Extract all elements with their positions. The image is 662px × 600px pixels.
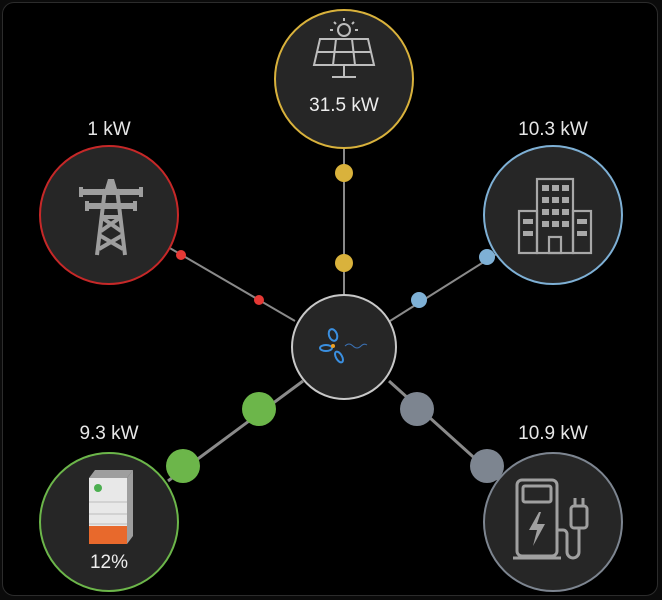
charger-flow-dot [400,392,434,426]
grid-flow-dot [176,250,186,260]
hub-logo-icon [319,328,368,364]
charger-power-value: 10.9 kW [518,423,588,444]
home-flow-dot [479,249,495,265]
solar-node[interactable]: 31.5 kW [274,9,414,149]
solar-flow-dot [335,164,353,182]
home-power-value: 10.3 kW [518,119,588,140]
battery-power-value: 9.3 kW [79,423,139,444]
building-icon [517,177,593,255]
battery-flow-dot [166,449,200,483]
battery-flow-dot [242,392,276,426]
home-flow-line [389,252,499,322]
solar-power-value: 31.5 kW [309,95,379,116]
battery-charge-fill [89,526,127,544]
battery-icon [89,470,133,544]
solar-panel-icon [312,18,376,78]
ev-charger-icon [513,478,589,560]
charger-flow-dot [470,449,504,483]
transmission-tower-icon [79,179,143,256]
grid-node[interactable] [39,145,179,285]
home-node[interactable] [483,145,623,285]
home-flow-dot [411,292,427,308]
solar-flow-dot [335,254,353,272]
charger-node[interactable] [483,452,623,592]
battery-charge-percent: 12% [89,552,129,573]
hub-node[interactable] [291,294,397,400]
grid-flow-dot [254,295,264,305]
flow-lines [166,149,504,483]
grid-flow-line [167,246,296,322]
battery-node[interactable]: 12% [39,452,179,592]
grid-power-value: 1 kW [87,119,131,140]
